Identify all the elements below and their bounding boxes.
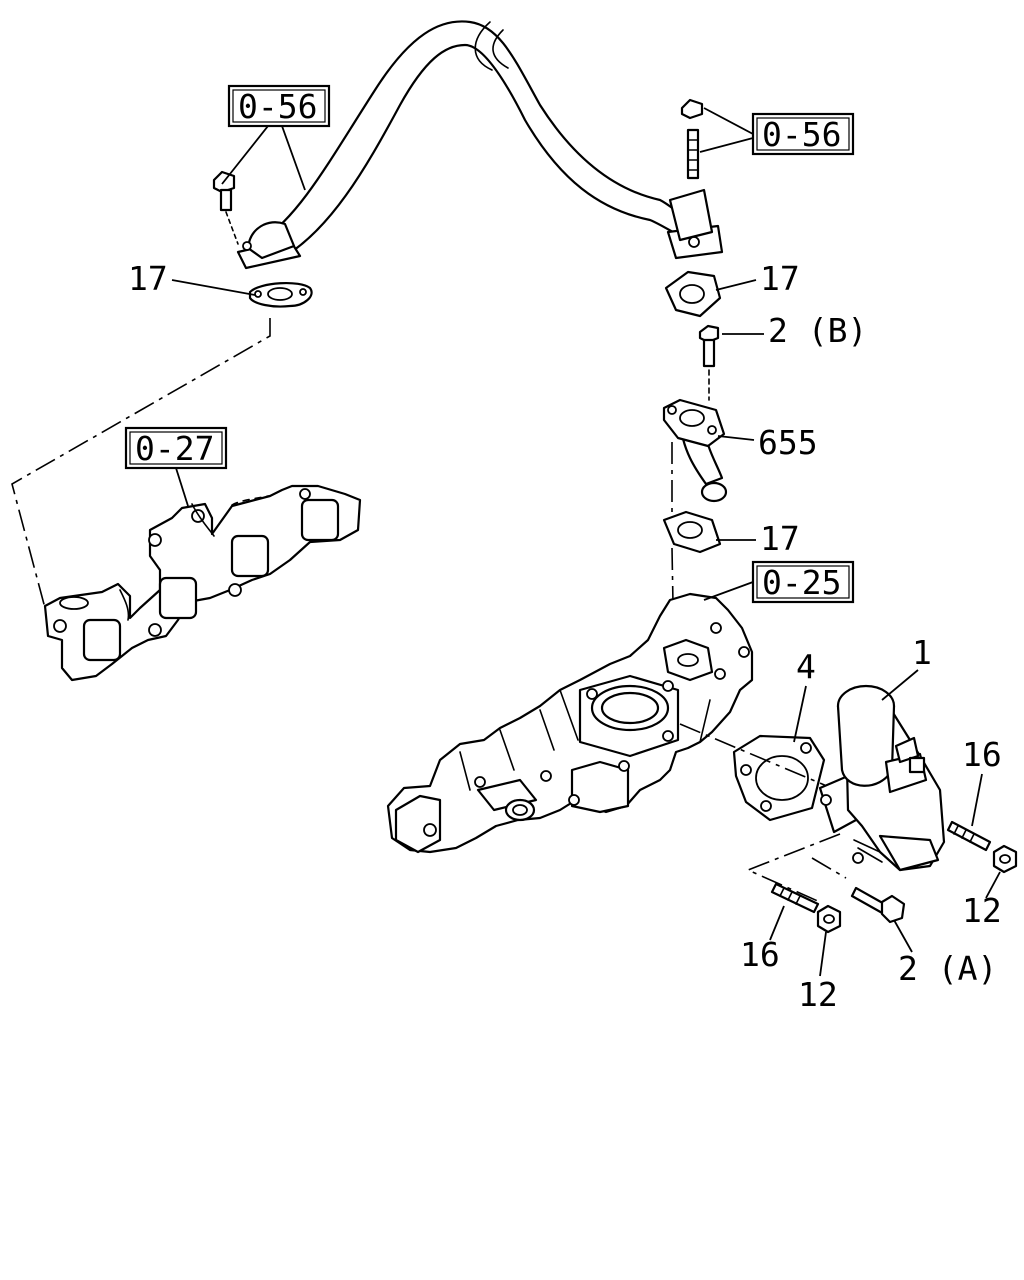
callout-2b: 2 (B) <box>768 311 867 350</box>
egr-pipe[interactable] <box>236 20 724 270</box>
leader-0-56-left <box>221 125 306 191</box>
ref-text-0-27: 0-27 <box>135 429 214 468</box>
callout-16-right: 16 <box>962 735 1002 774</box>
callout-655: 655 <box>758 423 818 462</box>
ref-text-0-56-right: 0-56 <box>762 115 841 154</box>
ref-box-0-25[interactable]: 0-25 <box>751 560 855 604</box>
stud-nut-upper-right[interactable] <box>680 98 704 180</box>
leader-17-upper <box>715 279 757 291</box>
leader-12-right <box>985 871 1001 899</box>
callout-17-upper: 17 <box>760 259 800 298</box>
leader-2a <box>893 919 913 953</box>
intake-manifold[interactable] <box>386 592 754 854</box>
ref-text-0-56-left: 0-56 <box>238 87 317 126</box>
ref-box-0-56-right[interactable]: 0-56 <box>751 112 855 156</box>
ref-text-0-25: 0-25 <box>762 563 841 602</box>
callout-4: 4 <box>796 647 816 686</box>
leader-0-27 <box>175 467 189 507</box>
ref-box-0-56-left[interactable]: 0-56 <box>227 84 331 128</box>
leader-0-25 <box>703 581 754 601</box>
callout-1: 1 <box>912 633 932 672</box>
alignment-line-left <box>11 318 271 609</box>
gasket-17-lower[interactable] <box>662 510 722 554</box>
bolt-upper-left[interactable] <box>212 170 239 245</box>
gasket-17-upper[interactable] <box>664 270 722 318</box>
stud-16-right[interactable] <box>946 820 992 852</box>
stud-16-left[interactable] <box>770 882 820 914</box>
exhaust-manifold[interactable] <box>43 484 362 682</box>
callout-16-left: 16 <box>740 935 780 974</box>
ref-box-0-27[interactable]: 0-27 <box>124 426 228 470</box>
callout-17-lower: 17 <box>760 519 800 558</box>
pipe-655[interactable] <box>662 398 728 503</box>
leader-12-left <box>819 931 827 977</box>
leader-17-left <box>171 279 256 296</box>
nut-12-left[interactable] <box>816 904 842 934</box>
leader-655 <box>717 435 755 441</box>
egr-valve[interactable] <box>818 684 946 872</box>
nut-12-right[interactable] <box>992 844 1018 874</box>
callout-12-left: 12 <box>798 975 838 1014</box>
alignment-line-bolt <box>811 857 847 879</box>
leader-0-56-right <box>699 107 754 153</box>
callout-17-left: 17 <box>128 259 168 298</box>
leader-1 <box>881 669 919 701</box>
callout-2a: 2 (A) <box>898 949 997 988</box>
callout-12-right: 12 <box>962 891 1002 930</box>
gasket-4[interactable] <box>732 734 826 822</box>
leader-16-left <box>769 905 785 941</box>
leader-4 <box>793 685 807 743</box>
bolt-2b[interactable] <box>698 324 720 368</box>
gasket-17-left[interactable] <box>248 281 313 308</box>
leader-16-right <box>971 773 983 827</box>
bolt-2a[interactable] <box>850 886 906 924</box>
